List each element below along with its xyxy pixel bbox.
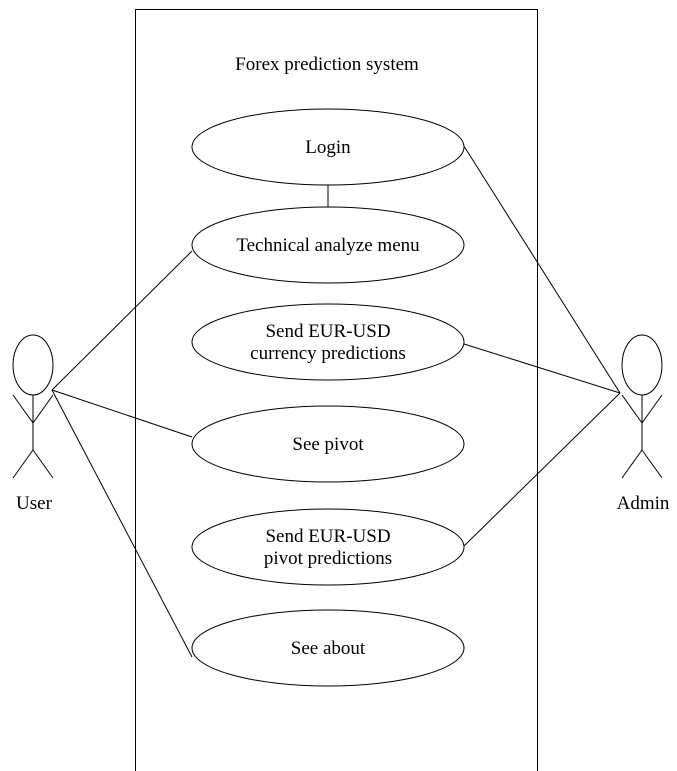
association-user-see-about	[51, 389, 193, 658]
use-case-label: Send EUR-USD	[265, 321, 390, 342]
use-case-ellipse	[191, 405, 465, 483]
actor-admin: Admin	[617, 334, 670, 514]
use-case-label: Login	[305, 137, 351, 158]
user-leg-left	[12, 449, 34, 479]
admin-arms-left	[621, 394, 643, 424]
admin-arms-right	[641, 394, 663, 424]
use-case-login: Login	[191, 108, 465, 186]
user-label: User	[16, 493, 53, 514]
associations	[51, 142, 621, 658]
use-case-ellipse	[191, 108, 465, 186]
user-arms-right	[32, 394, 54, 424]
use-case-label: currency predictions	[250, 343, 406, 364]
use-case-technical-analyze-menu: Technical analyze menu	[191, 206, 465, 284]
use-case-ellipse	[191, 508, 465, 586]
use-case-see-about: See about	[191, 609, 465, 687]
use-case-ellipse	[191, 609, 465, 687]
user-head	[12, 334, 54, 396]
user-arms-left	[12, 394, 34, 424]
admin-leg-left	[621, 449, 643, 479]
system-title: Forex prediction system	[235, 54, 419, 75]
association-admin-send-currency-predictions	[463, 343, 621, 394]
admin-head	[621, 334, 663, 396]
use-case-label: Send EUR-USD	[265, 526, 390, 547]
use-case-see-pivot: See pivot	[191, 405, 465, 483]
use-case-ellipse	[191, 303, 465, 381]
use-case-label: See pivot	[292, 434, 364, 455]
admin-leg-right	[641, 449, 663, 479]
use-case-label: pivot predictions	[264, 548, 392, 569]
use-case-ellipse	[191, 206, 465, 284]
admin-label: Admin	[617, 493, 670, 514]
association-admin-login	[461, 142, 621, 394]
association-user-see-pivot	[51, 389, 193, 438]
use-case-label: Technical analyze menu	[236, 235, 420, 256]
actor-user: User	[12, 334, 54, 514]
use-case-label: See about	[291, 638, 366, 659]
association-user-technical-analyze-menu	[51, 250, 193, 391]
association-admin-send-pivot-predictions	[463, 392, 621, 547]
user-leg-right	[32, 449, 54, 479]
system-boundary	[135, 9, 538, 771]
